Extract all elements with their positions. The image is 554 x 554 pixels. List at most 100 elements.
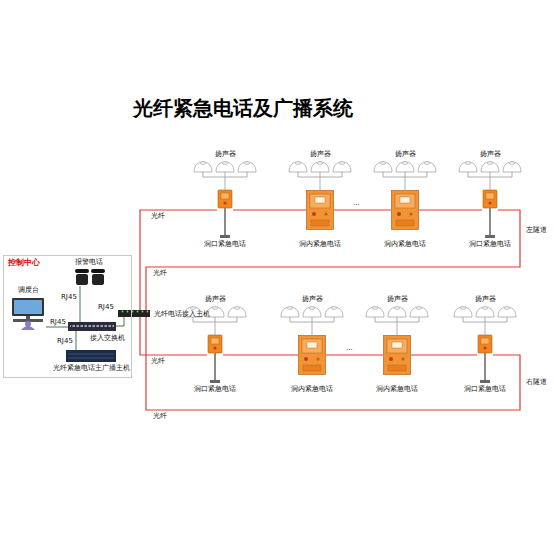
tunnel-phone-node: 洞内紧急电话 [306,190,334,230]
fiber-label: 光纤 [150,357,166,365]
alarm-phone-icon [75,269,105,285]
fiber-line [140,317,207,355]
access-host-body [118,310,150,317]
phone-handset [75,269,89,273]
speaker-node: 扬声器 [193,150,257,182]
speaker-group [459,162,521,182]
rj45-cable [46,327,68,328]
host-body [66,350,116,362]
portal-phone [218,190,232,238]
node-label: 调度台 [18,286,39,294]
speaker-wire [215,327,216,335]
node-label: 光纤紧急电话主广播主机 [53,364,130,372]
host-stripes [68,354,114,358]
node-label: 扬声器 [302,295,323,303]
tunnel-name: 左隧道 [525,226,548,234]
fiber-label: 光纤 [150,212,166,220]
speaker-group [366,307,428,327]
speaker-wire [320,182,321,190]
node-label: 洞口紧急电话 [469,240,511,248]
phone-base [92,274,104,285]
speaker-wire [405,182,406,190]
speaker-node: 扬声器 [453,295,517,327]
console-node: 调度台 [10,296,46,330]
node-label: 扬声器 [480,150,501,158]
screen [14,300,42,314]
rj45-cable [80,286,81,322]
portal-phone [208,335,222,383]
fiber-line [326,354,383,355]
phone-handset [91,269,105,273]
broadcast-host-node: 光纤紧急电话主广播主机 [66,350,116,362]
node-label: 洞口紧急电话 [194,385,236,393]
ellipsis: ... [345,344,354,352]
switch-body [68,322,116,331]
fiber-line [233,209,306,210]
fiber-line [411,354,477,355]
tunnel-phone-node: 洞内紧急电话 [383,335,411,375]
fiber-line [334,209,391,210]
stand [26,316,30,319]
speaker-node: 扬声器 [373,150,437,182]
console-icon [12,298,44,330]
portal-phone-node: 洞口紧急电话 [477,335,493,383]
fiber-label: 光纤 [152,269,168,277]
control-center-box: 控制中心调度台报警电话接入交换机光纤紧急电话主广播主机 [3,255,132,378]
node-label: 洞口紧急电话 [464,385,506,393]
speaker-group [289,162,351,182]
speaker-group [374,162,436,182]
node-label: 洞内紧急电话 [376,385,418,393]
operator-head [25,321,31,327]
tunnel-phone [392,191,419,230]
node-label: 洞内紧急电话 [384,240,426,248]
speaker-wire [490,182,491,190]
speaker-node: 扬声器 [183,295,247,327]
speaker-node: 扬声器 [365,295,429,327]
node-label: 扬声器 [387,295,408,303]
speaker-node: 扬声器 [280,295,344,327]
portal-phone-node: 洞口紧急电话 [217,190,233,238]
portal-phone-node: 洞口紧急电话 [207,335,223,383]
node-label: 洞口紧急电话 [204,240,246,248]
tunnel-phone [307,191,334,230]
tunnel-phone [384,336,411,375]
node-label: 光纤电话接入主机 [154,309,210,317]
portal-phone [478,335,492,383]
operator-body [21,326,35,330]
speaker-wire [225,182,226,190]
node-label: 洞内紧急电话 [299,240,341,248]
fiber-line [223,354,298,355]
phone-base [76,274,88,285]
port-label: RJ45 [49,318,67,326]
speaker-wire [397,327,398,335]
rj45-cable [76,331,77,350]
access-host-leds [119,310,149,317]
tunnel-phone-node: 洞内紧急电话 [391,190,419,230]
monitor [12,298,44,316]
speaker-node: 扬声器 [288,150,352,182]
port-label: RJ45 [60,293,78,301]
keyboard [13,319,43,322]
node-label: 接入交换机 [90,334,125,342]
ellipsis: ... [352,199,361,207]
fiber-line [146,210,520,310]
speaker-wire [485,327,486,335]
rj45-cable [116,317,124,326]
speaker-group [281,307,343,327]
diagram-title: 光纤紧急电话及广播系统 [0,96,486,120]
speaker-node: 扬声器 [458,150,522,182]
fiber-label: 光纤 [152,412,168,420]
port-label: RJ45 [56,337,74,345]
node-label: 洞内紧急电话 [291,385,333,393]
switch-node: 接入交换机 [68,322,116,331]
tunnel-name: 右隧道 [525,378,548,386]
node-label: 扬声器 [475,295,496,303]
speaker-wire [312,327,313,335]
portal-phone-node: 洞口紧急电话 [482,190,498,238]
region-heading: 控制中心 [8,258,40,268]
fiber-line [146,317,520,410]
